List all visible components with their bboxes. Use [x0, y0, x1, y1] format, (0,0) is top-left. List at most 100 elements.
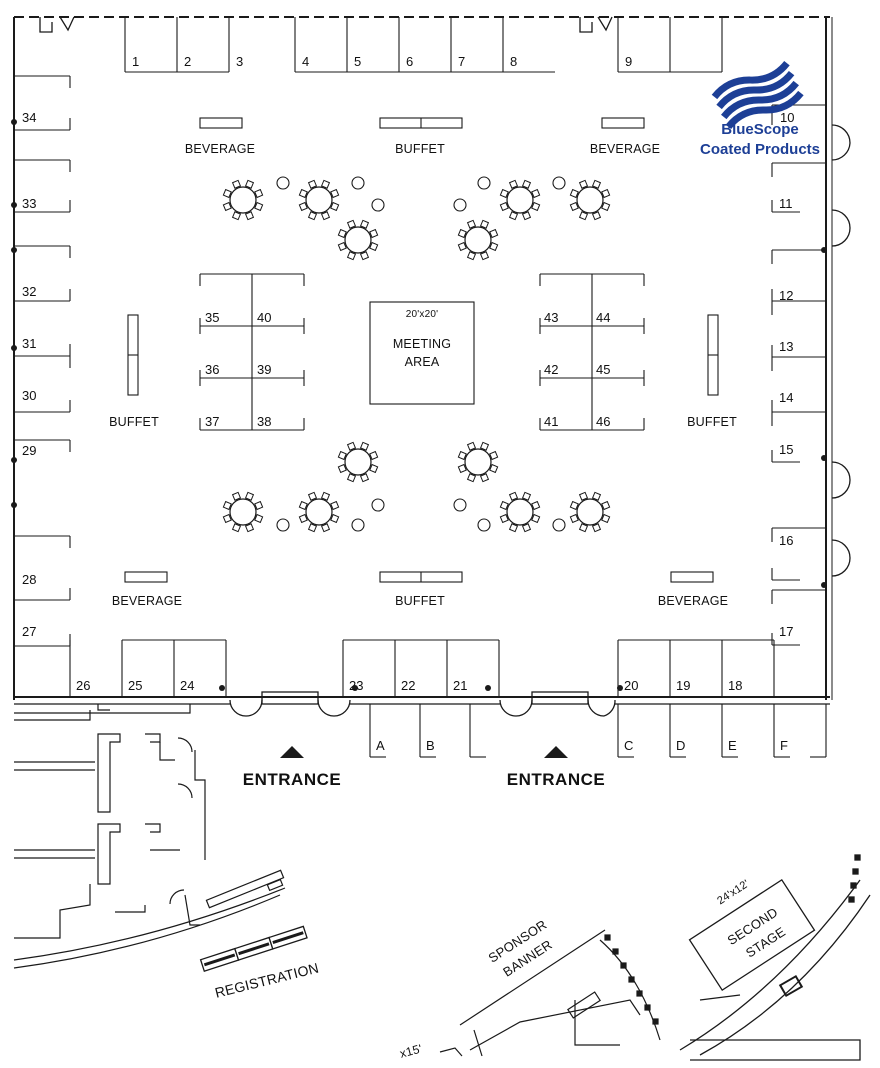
column-dot — [352, 685, 358, 691]
cocktail-table — [453, 198, 467, 212]
cocktail-table — [552, 518, 566, 532]
column-dot — [11, 345, 17, 351]
column-dot — [821, 247, 827, 253]
round-table — [499, 491, 541, 533]
beverage-label-bl: BEVERAGE — [112, 594, 182, 608]
booth-33: 33 — [22, 196, 36, 211]
booth-37: 37 — [205, 414, 219, 429]
beverage-label-tl: BEVERAGE — [185, 142, 255, 156]
cocktail-table — [477, 518, 491, 532]
lower-building — [13, 704, 286, 969]
bluescope-wave-icon — [711, 60, 804, 130]
booth-13: 13 — [779, 339, 793, 354]
entrance-label-left: ENTRANCE — [243, 770, 341, 789]
booth-31: 31 — [22, 336, 36, 351]
round-table — [298, 179, 340, 221]
column-dot — [11, 457, 17, 463]
round-table — [569, 179, 611, 221]
booth-42: 42 — [544, 362, 558, 377]
booth-26: 26 — [76, 678, 90, 693]
round-table — [222, 179, 264, 221]
beverage-table-bl — [124, 571, 168, 583]
booth-24: 24 — [180, 678, 194, 693]
buffet-label-top: BUFFET — [395, 142, 445, 156]
booth-38: 38 — [257, 414, 271, 429]
booth-41: 41 — [544, 414, 558, 429]
partial-size-label: x15' — [398, 1041, 423, 1060]
booth-4: 4 — [302, 54, 309, 69]
cocktail-table — [371, 498, 385, 512]
round-table — [337, 441, 379, 483]
cocktail-table — [453, 498, 467, 512]
round-table — [457, 441, 499, 483]
buffet-label-left: BUFFET — [109, 415, 159, 429]
booth-1: 1 — [132, 54, 139, 69]
booth-43: 43 — [544, 310, 558, 325]
logo-line2: Coated Products — [700, 141, 820, 158]
meeting-area-label-2: AREA — [405, 355, 440, 369]
buffet-label-bottom: BUFFET — [395, 594, 445, 608]
booth-44: 44 — [596, 310, 610, 325]
booth-15: 15 — [779, 442, 793, 457]
column-dot — [219, 685, 225, 691]
booth-34: 34 — [22, 110, 36, 125]
entrance-arrow-right — [544, 746, 568, 758]
column-dot — [11, 247, 17, 253]
meeting-area-label: MEETING — [393, 337, 451, 351]
booth-17: 17 — [779, 624, 793, 639]
buffet-label-right: BUFFET — [687, 415, 737, 429]
second-stage-box — [688, 878, 816, 992]
booth-10: 10 — [780, 110, 794, 125]
booth-30: 30 — [22, 388, 36, 403]
beverage-table-tl — [199, 117, 243, 129]
cocktail-table — [552, 176, 566, 190]
booth-D: D — [676, 738, 685, 753]
cocktail-table — [276, 518, 290, 532]
round-table — [222, 491, 264, 533]
column-markers — [11, 119, 827, 691]
booth-3: 3 — [236, 54, 243, 69]
hall-walls — [13, 16, 851, 717]
booth-B: B — [426, 738, 435, 753]
cocktail-table — [276, 176, 290, 190]
booth-16: 16 — [779, 533, 793, 548]
beverage-label-tr: BEVERAGE — [590, 142, 660, 156]
booth-19: 19 — [676, 678, 690, 693]
column-dot — [11, 502, 17, 508]
booth-29: 29 — [22, 443, 36, 458]
booth-6: 6 — [406, 54, 413, 69]
booth-21: 21 — [453, 678, 467, 693]
booth-40: 40 — [257, 310, 271, 325]
column-dot — [11, 119, 17, 125]
booth-35: 35 — [205, 310, 219, 325]
booth-E: E — [728, 738, 737, 753]
round-table — [499, 179, 541, 221]
booth-9: 9 — [625, 54, 632, 69]
booth-12: 12 — [779, 288, 793, 303]
registration-label: REGISTRATION — [213, 960, 320, 1001]
cocktail-table — [351, 518, 365, 532]
beverage-label-br: BEVERAGE — [658, 594, 728, 608]
round-table — [298, 491, 340, 533]
beverage-table-tr — [601, 117, 645, 129]
round-table — [569, 491, 611, 533]
column-dot — [485, 685, 491, 691]
second-stage-area — [679, 854, 871, 1061]
meeting-area-size: 20'x20' — [406, 309, 438, 320]
entrance-label-right: ENTRANCE — [507, 770, 605, 789]
booth-46: 46 — [596, 414, 610, 429]
booth-8: 8 — [510, 54, 517, 69]
booth-2: 2 — [184, 54, 191, 69]
booth-11: 11 — [779, 196, 793, 211]
cocktail-table — [371, 198, 385, 212]
booth-20: 20 — [624, 678, 638, 693]
round-table — [457, 219, 499, 261]
booth-18: 18 — [728, 678, 742, 693]
booth-C: C — [624, 738, 633, 753]
column-dot — [821, 582, 827, 588]
cocktail-table — [477, 176, 491, 190]
beverage-table-br — [670, 571, 714, 583]
column-dot — [821, 455, 827, 461]
